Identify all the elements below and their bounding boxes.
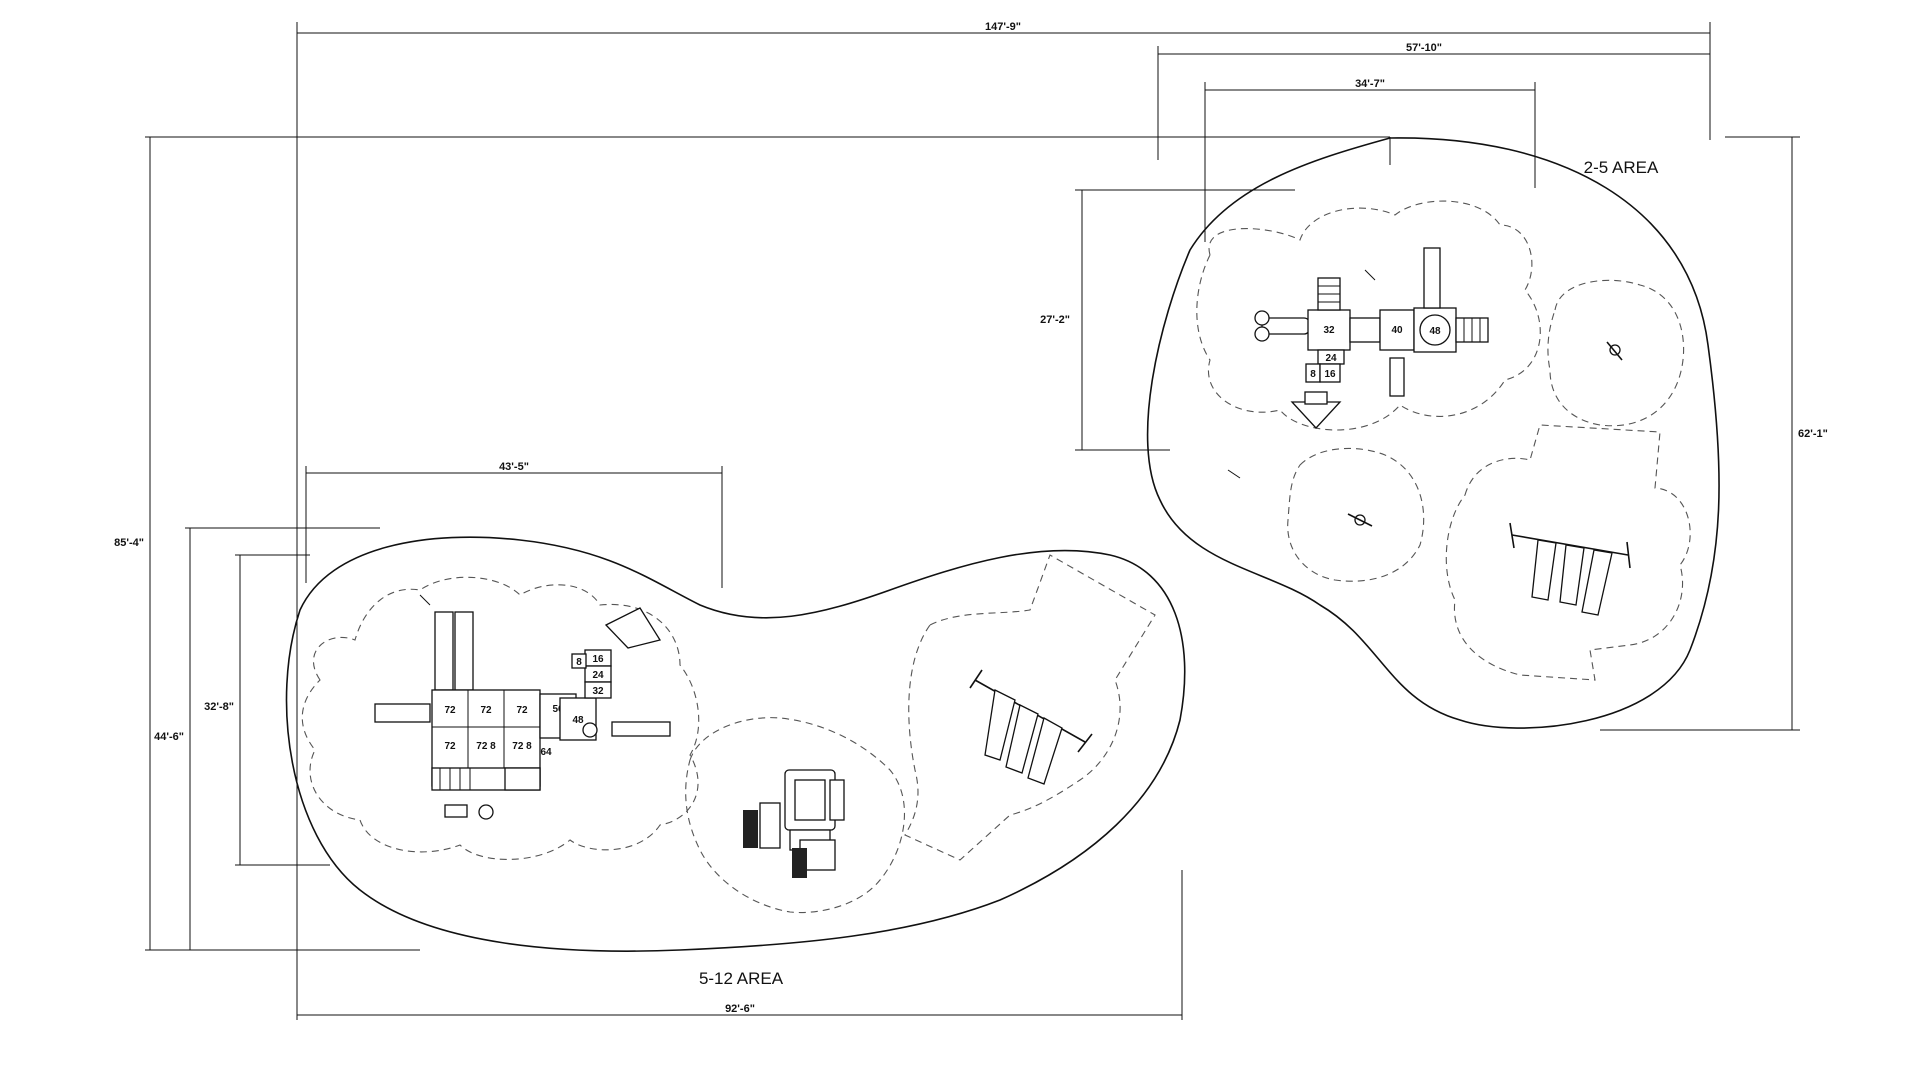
area-label-5-12: 5-12 AREA bbox=[699, 969, 784, 988]
right-cell-6: 16 bbox=[1324, 369, 1336, 380]
left-cell-2: 72 bbox=[480, 705, 492, 716]
left-play-structure: 72 72 72 72 72 8 72 8 56 48 64 16 24 32 … bbox=[374, 607, 671, 820]
left-cell-1: 72 bbox=[444, 705, 456, 716]
dim-left-play-depth: 32'-8" bbox=[204, 701, 234, 713]
left-cell-11: 24 bbox=[592, 670, 604, 681]
dim-right-width: 57'-10" bbox=[1406, 42, 1442, 54]
left-cell-6: 72 8 bbox=[512, 741, 532, 752]
right-swing-set bbox=[1509, 522, 1631, 616]
dim-total-width: 147'-9" bbox=[985, 21, 1021, 33]
left-cell-8: 48 bbox=[572, 715, 584, 726]
left-cell-10: 16 bbox=[592, 654, 604, 665]
left-cell-13: 64 bbox=[540, 747, 552, 758]
right-cell-4: 24 bbox=[1325, 353, 1337, 364]
left-cell-7: 56 bbox=[552, 704, 564, 715]
area-label-2-5: 2-5 AREA bbox=[1584, 158, 1659, 177]
dim-right-depth: 62'-1" bbox=[1798, 428, 1828, 440]
left-cell-9: 8 bbox=[576, 657, 582, 668]
left-cell-3: 72 bbox=[516, 705, 528, 716]
right-play-structure: 32 24 8 16 40 48 bbox=[1254, 247, 1489, 429]
use-zones bbox=[301, 200, 1691, 914]
dim-right-play-width: 34'-7" bbox=[1355, 78, 1385, 90]
dim-right-play-depth: 27'-2" bbox=[1040, 314, 1070, 326]
left-cell-4: 72 bbox=[444, 741, 456, 752]
left-digger-equipment bbox=[743, 769, 845, 878]
dim-left-depth: 44'-6" bbox=[154, 731, 184, 743]
dim-left-play-width: 43'-5" bbox=[499, 461, 529, 473]
right-cell-3: 48 bbox=[1429, 326, 1441, 337]
right-cell-1: 32 bbox=[1323, 325, 1335, 336]
area-2-5-boundary bbox=[1146, 137, 1720, 729]
left-swing-set bbox=[969, 669, 1093, 785]
left-cell-5: 72 8 bbox=[476, 741, 496, 752]
area-5-12-boundary bbox=[285, 536, 1186, 952]
dim-total-depth: 85'-4" bbox=[114, 537, 144, 549]
right-cell-5: 8 bbox=[1310, 369, 1316, 380]
dim-bottom-width: 92'-6" bbox=[725, 1003, 755, 1015]
right-spring-riders bbox=[1347, 341, 1623, 527]
left-cell-12: 32 bbox=[592, 686, 604, 697]
equipment-callout-notes bbox=[419, 269, 1376, 606]
right-cell-2: 40 bbox=[1391, 325, 1403, 336]
dimension-lines: 147'-9" 57'-10" 34'-7" 27'-2" 62'-1" 85'… bbox=[114, 21, 1828, 1020]
